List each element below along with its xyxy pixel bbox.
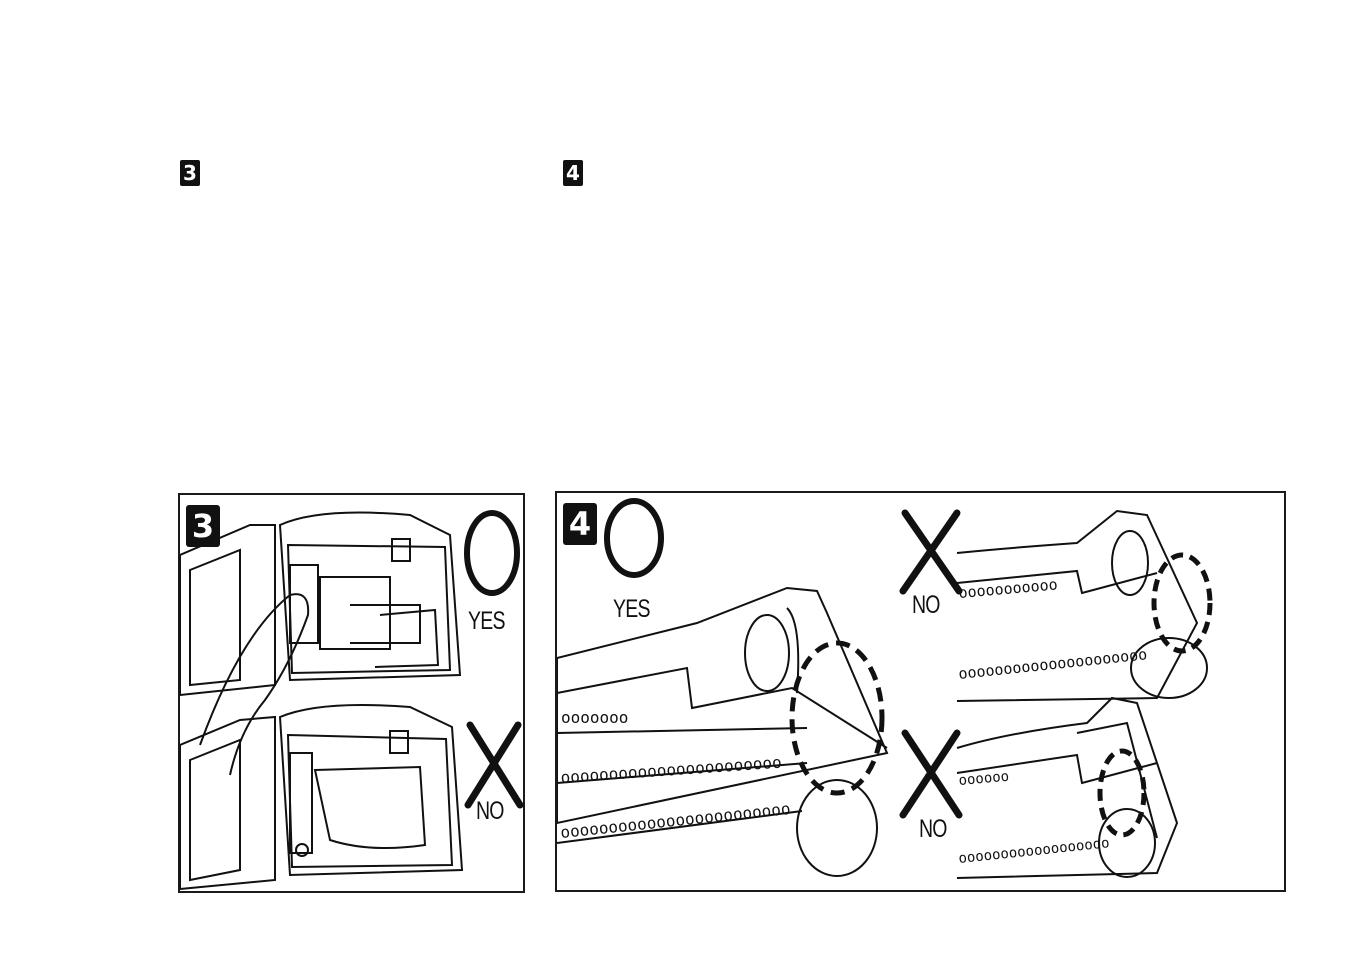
step-4-illustration: ooooooo ooooooooooooooooooooooo oooooooo… xyxy=(555,491,1286,892)
no-label: NO xyxy=(476,797,504,825)
film-perforations: ooooooooooooooooooooo xyxy=(958,645,1148,683)
step-3-illustration: 3 YES NO xyxy=(178,493,525,893)
panel-3-step-badge: 3 xyxy=(186,505,220,547)
step-4-marker: 4 xyxy=(563,160,583,186)
circle-icon xyxy=(464,510,520,596)
dashed-highlight xyxy=(789,640,885,796)
camera-film-loading-drawing xyxy=(180,510,523,891)
yes-label: YES xyxy=(468,607,505,635)
cross-icon xyxy=(464,721,523,809)
film-perforations: oooooo xyxy=(958,769,1010,789)
no-label: NO xyxy=(919,815,947,843)
film-perforations: oooooooooooooooooooooooo xyxy=(559,799,791,842)
film-perforations: oooooooooooooooooo xyxy=(958,835,1111,867)
dashed-highlight xyxy=(1097,748,1147,838)
circle-icon xyxy=(604,498,664,578)
film-perforations: ooooooooooo xyxy=(958,575,1059,602)
no-label: NO xyxy=(912,591,940,619)
dashed-highlight xyxy=(1151,552,1213,654)
film-perforations: ooooooo xyxy=(561,708,628,727)
film-leader-alignment-drawing: ooooooo ooooooooooooooooooooooo oooooooo… xyxy=(557,498,1213,879)
cross-icon xyxy=(899,729,963,819)
yes-label: YES xyxy=(613,595,650,623)
panel-4-step-badge: 4 xyxy=(563,503,597,545)
cross-icon xyxy=(899,509,963,595)
step-3-marker: 3 xyxy=(180,160,200,186)
